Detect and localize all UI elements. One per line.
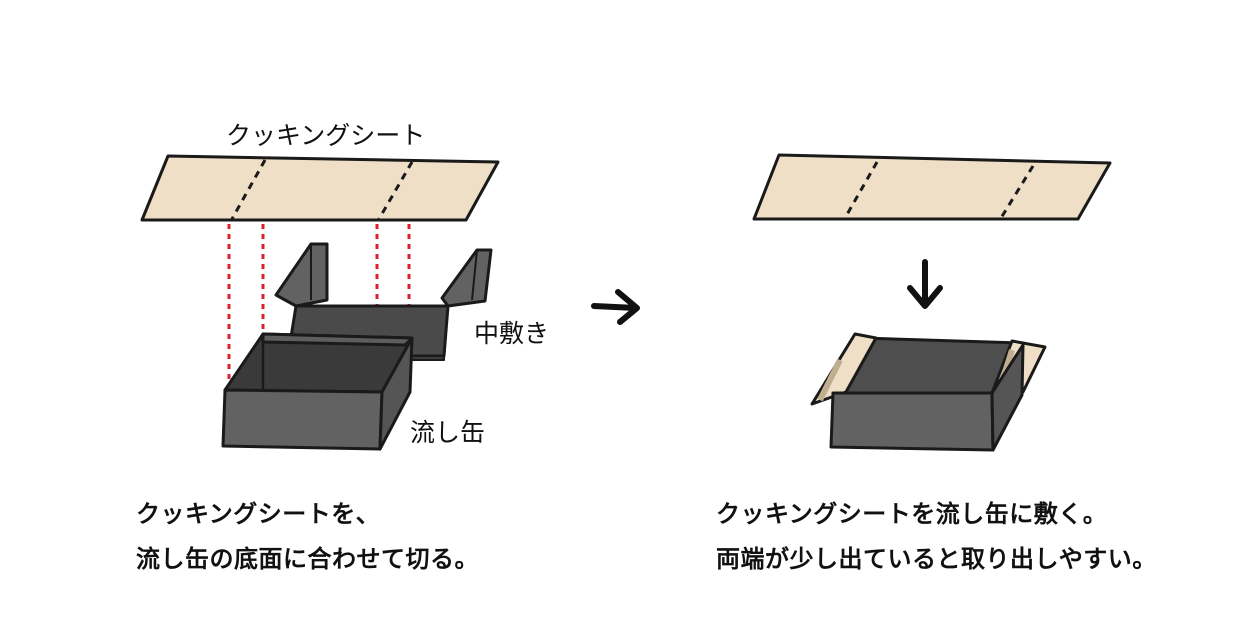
lined-tin	[810, 332, 1047, 452]
cooking-sheet-left	[140, 154, 500, 222]
cooking-sheet-right	[752, 153, 1112, 221]
tin-label: 流し缶	[410, 418, 486, 447]
left-caption-line1: クッキングシートを、	[136, 500, 381, 528]
right-caption-line1: クッキングシートを流し缶に敷く。	[716, 500, 1108, 528]
insert-label: 中敷き	[474, 319, 550, 348]
left-caption-line2: 流し缶の底面に合わせて切る。	[136, 545, 479, 573]
right-caption-line2: 両端が少し出ていると取り出しやすい。	[716, 545, 1157, 573]
tin	[221, 332, 414, 451]
arrow-down-icon	[907, 259, 943, 309]
arrow-right-icon	[591, 289, 640, 325]
cooking-sheet-label: クッキングシート	[226, 121, 426, 150]
